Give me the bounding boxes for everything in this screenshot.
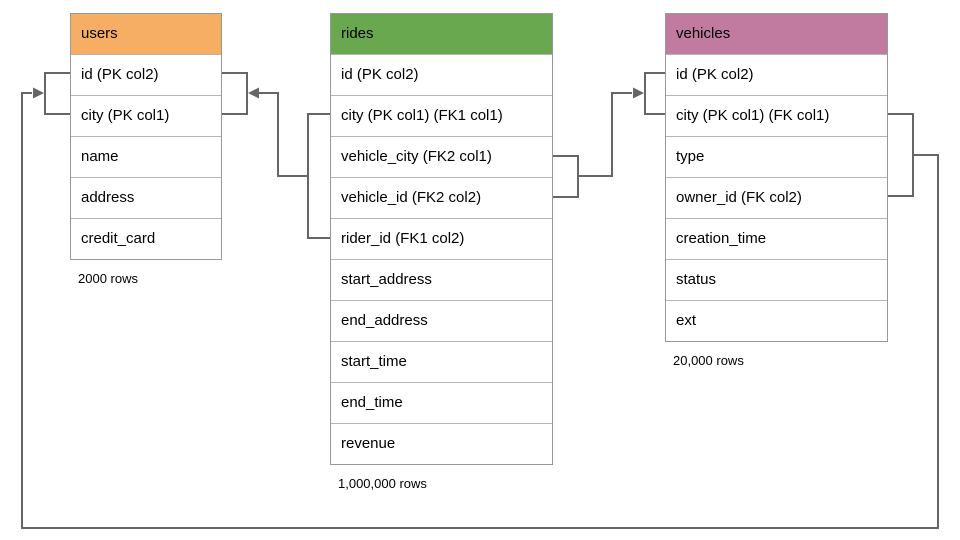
vehicles-right-bracket	[888, 113, 914, 197]
fk2-line-rides-to-vehicles	[578, 92, 632, 177]
table-users-header: users	[71, 14, 221, 54]
table-rides-row-4: rider_id (FK1 col2)	[331, 218, 552, 259]
table-vehicles-row-5: status	[666, 259, 887, 300]
vehicles-left-bracket	[644, 72, 665, 115]
users-left-bracket	[44, 72, 70, 115]
users-right-bracket	[222, 72, 248, 115]
table-rides-header: rides	[331, 14, 552, 54]
table-users-row-3: address	[71, 177, 221, 218]
table-users-row-0: id (PK col2)	[71, 54, 221, 95]
table-rides-row-8: end_time	[331, 382, 552, 423]
table-rides-row-7: start_time	[331, 341, 552, 382]
table-vehicles-row-2: type	[666, 136, 887, 177]
table-users-row-2: name	[71, 136, 221, 177]
table-vehicles-row-count: 20,000 rows	[673, 353, 744, 368]
table-rides-row-0: id (PK col2)	[331, 54, 552, 95]
table-vehicles-row-4: creation_time	[666, 218, 887, 259]
table-rides-row-count: 1,000,000 rows	[338, 476, 427, 491]
fk-line-vehicles-to-users	[21, 92, 939, 529]
rides-right-bracket	[553, 155, 579, 198]
table-rides-row-3: vehicle_id (FK2 col2)	[331, 177, 552, 218]
table-users-row-1: city (PK col1)	[71, 95, 221, 136]
fk1-line-rides-to-users	[259, 92, 308, 177]
table-rides-row-5: start_address	[331, 259, 552, 300]
table-vehicles-row-6: ext	[666, 300, 887, 341]
arrowhead-into-users-right	[248, 87, 259, 99]
table-rides-row-9: revenue	[331, 423, 552, 464]
table-users-row-4: credit_card	[71, 218, 221, 259]
table-vehicles-row-0: id (PK col2)	[666, 54, 887, 95]
arrowhead-into-vehicles-left	[633, 87, 644, 99]
rides-left-bracket	[307, 113, 330, 239]
table-vehicles-row-3: owner_id (FK col2)	[666, 177, 887, 218]
arrowhead-into-users-left	[33, 87, 44, 99]
table-rides-row-6: end_address	[331, 300, 552, 341]
table-rides-row-1: city (PK col1) (FK1 col1)	[331, 95, 552, 136]
table-rides-row-2: vehicle_city (FK2 col1)	[331, 136, 552, 177]
table-users-row-count: 2000 rows	[78, 271, 138, 286]
table-vehicles-row-1: city (PK col1) (FK col1)	[666, 95, 887, 136]
table-vehicles-header: vehicles	[666, 14, 887, 54]
